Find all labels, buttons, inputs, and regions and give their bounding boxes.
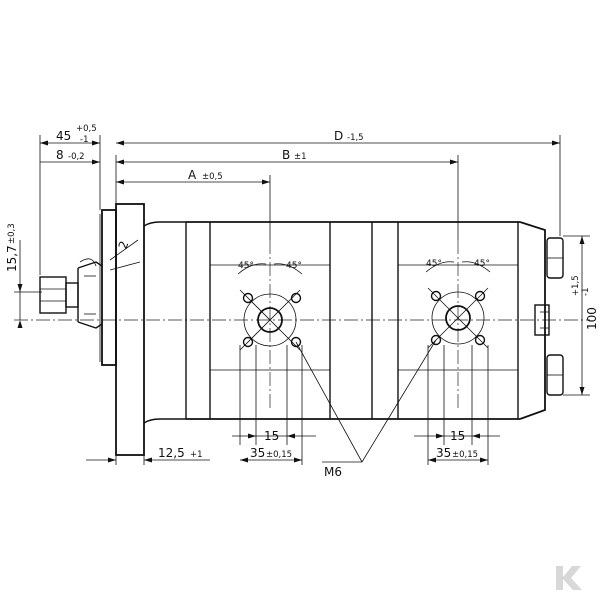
port1-hole bbox=[290, 292, 302, 304]
dim-45-tol-upper: +0,5 bbox=[76, 124, 97, 134]
dim-100-value: 100 bbox=[585, 307, 599, 330]
port1-hole bbox=[242, 292, 254, 304]
port2-hole bbox=[474, 334, 486, 346]
dim-A-value: A bbox=[188, 168, 197, 182]
port2-hole bbox=[430, 334, 442, 346]
dim-8-tol: -0,2 bbox=[68, 152, 85, 162]
port2-bore bbox=[445, 305, 471, 331]
dim-D-value: D bbox=[334, 129, 343, 143]
mounting-flange bbox=[101, 203, 186, 456]
flange-body bbox=[115, 203, 145, 456]
port2-dim-35-tol: ±0,15 bbox=[452, 450, 478, 460]
port-1 bbox=[237, 263, 303, 465]
flange-plate bbox=[101, 209, 117, 366]
dim-15-7-tol: ±0,3 bbox=[7, 223, 17, 244]
dim-A-tol: ±0,5 bbox=[202, 172, 223, 182]
dim-D-tol: -1,5 bbox=[347, 133, 364, 143]
brand-logo bbox=[556, 566, 582, 590]
dim-100-tol-lower: -1 bbox=[581, 288, 591, 296]
dim-B-tol: ±1 bbox=[294, 152, 307, 162]
dim-45-value: 45 bbox=[56, 129, 71, 143]
port1-bore bbox=[257, 307, 283, 333]
port1-dim-35: 35 bbox=[250, 446, 265, 460]
top-dimensions bbox=[39, 135, 561, 275]
port1-hole bbox=[242, 336, 254, 348]
shaft-nut bbox=[39, 276, 67, 314]
port1-angle-right: 45° bbox=[286, 261, 302, 271]
dim-2-angle: 2 bbox=[116, 239, 132, 251]
dim-12-5-value: 12,5 bbox=[158, 446, 185, 460]
port2-angle-left: 45° bbox=[426, 259, 442, 269]
port1-angle-left: 45° bbox=[238, 261, 254, 271]
dim-B-value: B bbox=[282, 148, 290, 162]
port2-dim-15: 15 bbox=[450, 429, 465, 443]
port2-hole bbox=[474, 290, 486, 302]
pump-body bbox=[185, 221, 564, 420]
bottom-dimensions bbox=[86, 339, 500, 465]
dim-8-value: 8 bbox=[56, 148, 64, 162]
thread-label: M6 bbox=[324, 465, 342, 479]
dim-100-tol-upper: +1,5 bbox=[571, 275, 581, 296]
drive-shaft bbox=[39, 214, 103, 362]
dim-12-5-tol: +1 bbox=[190, 450, 203, 460]
dim-45-tol-lower: -1 bbox=[80, 135, 88, 145]
port2-hole bbox=[430, 290, 442, 302]
port1-dim-15: 15 bbox=[264, 429, 279, 443]
port1-dim-35-tol: ±0,15 bbox=[266, 450, 292, 460]
left-dimension bbox=[14, 239, 141, 328]
port2-dim-35: 35 bbox=[436, 446, 451, 460]
dim-15-7-value: 15,7 bbox=[5, 245, 19, 272]
port-2 bbox=[425, 261, 491, 465]
port2-angle-right: 45° bbox=[474, 259, 490, 269]
rear-plug bbox=[534, 304, 550, 336]
right-dimension bbox=[563, 235, 590, 396]
